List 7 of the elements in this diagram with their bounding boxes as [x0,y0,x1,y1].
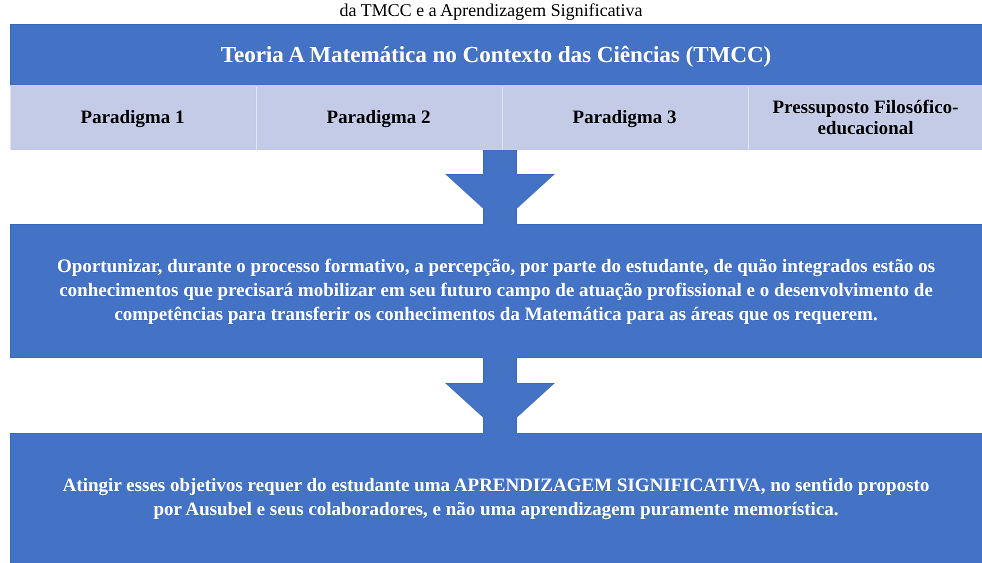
table-panel [10,24,982,150]
block-arrow [445,358,555,433]
table-heading: Teoria A Matemática no Contexto das Ciências (TMCC) [10,24,982,85]
diagram-title: da TMCC e a Aprendizagem Significativa [338,0,644,21]
text-box: Oportunizar, durante o processo formativo, a percepção, por parte do estudante, de quão integrados estão os conhecimentos que precisará mobilizar em seu futuro campo de atuação profissional e o desenvolvimento de competências para transferir os conhecimentos da Matemática para as áreas que os requerem. [10,224,982,358]
block-arrow [445,150,555,224]
text-box: Atingir esses objetivos requer do estudante uma APRENDIZAGEM SIGNIFICATIVA, no sentido proposto por Ausubel e seus colaboradores, e não uma aprendizagem puramente memorística. [10,433,982,563]
